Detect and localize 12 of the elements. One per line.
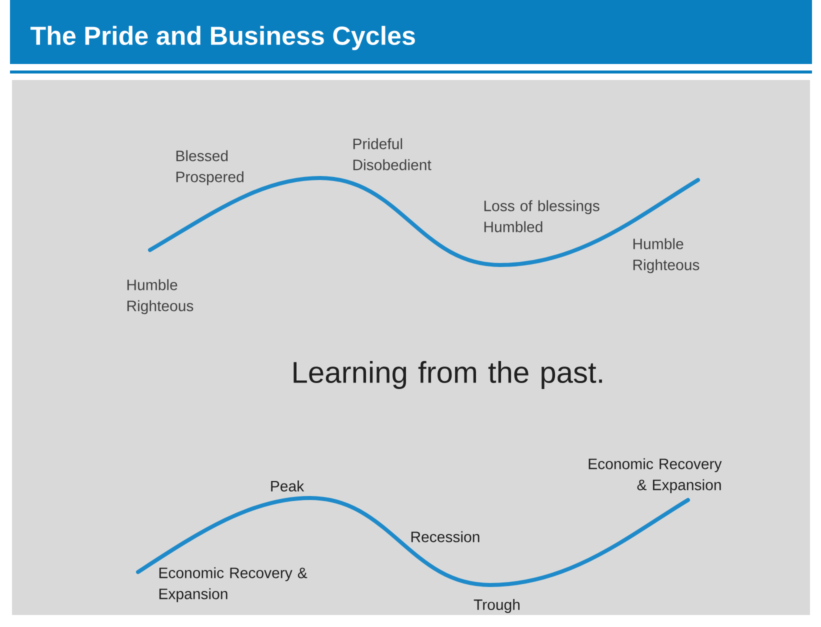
heading-text: Learning from the past. — [294, 361, 602, 389]
cycle-label: Economic Recovery & Expansion — [588, 458, 722, 494]
cycle-label: Prideful Disobedient — [353, 138, 432, 170]
cycle-label: Humble Righteous — [633, 238, 700, 274]
cycle-label: Trough — [474, 599, 520, 613]
title: The Pride and Business Cycles — [30, 26, 415, 50]
cycle-label: Blessed Prospered — [176, 150, 244, 186]
cycle-label: Humble Righteous — [127, 279, 194, 314]
cycle-label: Economic Recovery & Expansion — [159, 567, 308, 602]
cycle-label: Recession — [411, 531, 480, 542]
cycle-label: Loss of blessings Humbled — [484, 200, 600, 232]
cycle-label: Peak — [271, 480, 304, 492]
